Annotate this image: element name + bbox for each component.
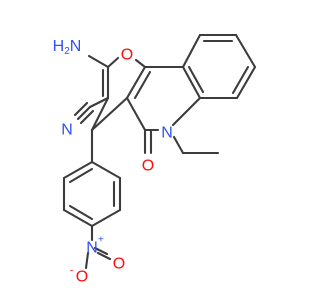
- carbonyl-oxygen-label: O: [142, 158, 154, 175]
- nitro-oxygen-charge: -: [70, 266, 73, 277]
- nitro-oxygen-left-label: O: [76, 269, 88, 286]
- amine-n: N: [70, 38, 82, 55]
- amine-h: H: [53, 38, 65, 55]
- nitro-nitrogen-label: N: [86, 240, 98, 257]
- quinolone-nitrogen-label: N: [161, 125, 173, 142]
- atom-labels: H2N O N N O N + O O -: [53, 38, 173, 286]
- nitro-oxygen-top-label: O: [113, 256, 125, 273]
- pyran-oxygen-label: O: [121, 47, 133, 64]
- bonds: [62, 33, 257, 270]
- chemical-structure-diagram: H2N O N N O N + O O -: [53, 33, 257, 286]
- nitrile-nitrogen-label: N: [61, 122, 73, 139]
- amine-subscript: 2: [64, 46, 70, 57]
- amine-label: H2N: [53, 38, 82, 57]
- nitro-nitrogen-charge: +: [98, 235, 104, 246]
